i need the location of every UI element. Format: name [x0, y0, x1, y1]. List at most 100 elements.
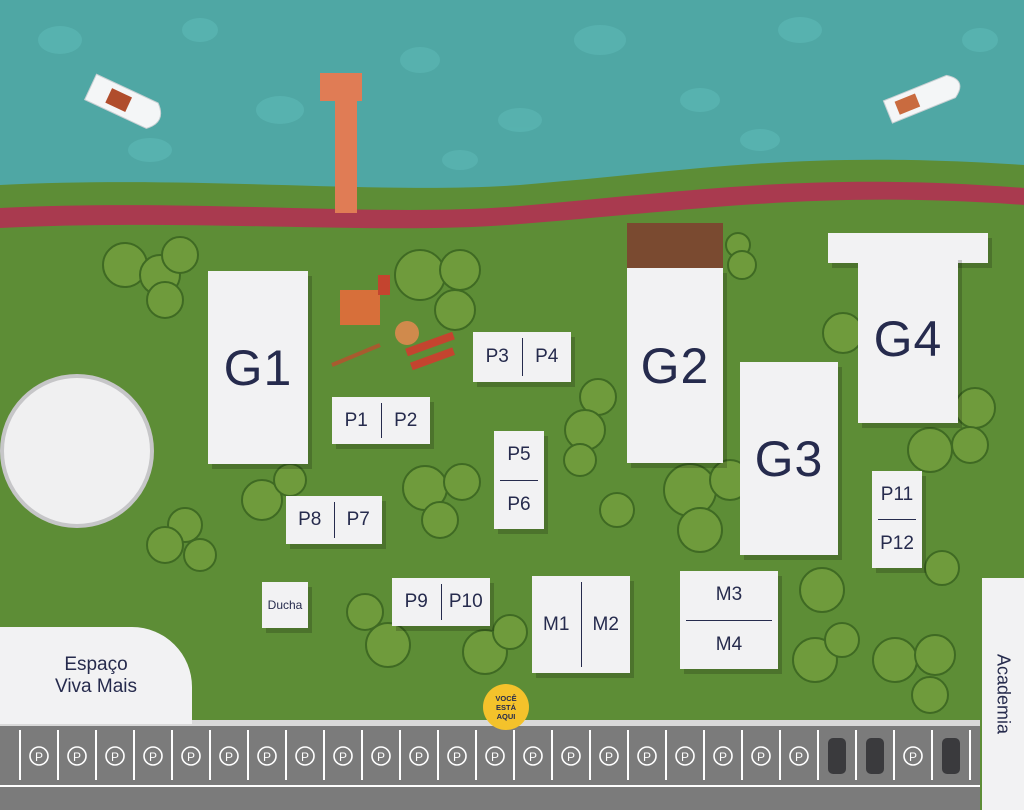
building-g3[interactable]: G3: [740, 362, 838, 555]
parking-bottom-edge: [0, 785, 980, 787]
boat-right: [882, 74, 961, 124]
parking-symbol-circle: [599, 746, 619, 766]
parking-symbol: P: [263, 750, 271, 764]
building-espaco-viva-mais[interactable]: Espaço Viva Mais: [0, 627, 192, 724]
parking-symbol: P: [795, 750, 803, 764]
building-p8-p7[interactable]: P8 P7: [286, 496, 382, 544]
building-academia-label: Academia: [993, 653, 1014, 735]
you-are-here-line1: VOCÊ: [495, 693, 517, 703]
parking-symbol: P: [339, 750, 347, 764]
espaco-line2: Viva Mais: [54, 675, 137, 697]
building-m2-label: M2: [592, 613, 619, 635]
parked-car: [828, 738, 846, 774]
parking-symbol-circle: [143, 746, 163, 766]
building-ducha-label: Ducha: [267, 598, 303, 612]
playground: [331, 275, 455, 371]
parking-symbol: P: [73, 750, 81, 764]
parking-symbol-circle: [713, 746, 733, 766]
you-are-here-line3: AQUI: [496, 711, 516, 721]
parking-lot: [0, 724, 980, 810]
parking-symbol: P: [415, 750, 423, 764]
building-g1-label: G1: [223, 339, 293, 396]
parking-symbol-circle: [561, 746, 581, 766]
parking-spot-dividers: [19, 730, 971, 780]
boat-left: [83, 73, 162, 129]
g2-roof: [627, 223, 723, 268]
parking-symbol: P: [567, 750, 575, 764]
parked-car: [866, 738, 884, 774]
parking-symbol-circle: [333, 746, 353, 766]
building-p9-label: P9: [392, 584, 442, 620]
parking-symbol-circle: [485, 746, 505, 766]
building-p11-label: P11: [878, 471, 916, 520]
parking-symbol: P: [491, 750, 499, 764]
parking-symbol: P: [605, 750, 613, 764]
parking-symbol: P: [225, 750, 233, 764]
parking-symbol-circle: [181, 746, 201, 766]
parking-symbol: P: [757, 750, 765, 764]
building-g4[interactable]: G4: [858, 255, 958, 423]
you-are-here-line2: ESTÁ: [495, 702, 516, 712]
pier: [320, 73, 362, 213]
building-m1-m2[interactable]: M1 M2: [532, 576, 630, 673]
building-p1-p2[interactable]: P1 P2: [332, 397, 430, 444]
building-p6-label: P6: [507, 493, 531, 515]
parking-symbol: P: [35, 750, 43, 764]
parking-symbol-circle: [409, 746, 429, 766]
parking-symbol-circle: [903, 746, 923, 766]
parking-symbol: P: [301, 750, 309, 764]
espaco-line1: Espaço: [64, 653, 128, 675]
parking-symbol-circle: [523, 746, 543, 766]
parking-symbol: P: [909, 750, 917, 764]
parking-symbol-circle: [789, 746, 809, 766]
parking-symbol-circle: [751, 746, 771, 766]
parking-symbol-circle: [67, 746, 87, 766]
parking-symbol-circle: [295, 746, 315, 766]
building-p5-label: P5: [500, 431, 538, 481]
building-g2[interactable]: G2: [627, 268, 723, 463]
round-plaza: [0, 374, 154, 528]
building-p3-label: P3: [473, 338, 523, 376]
parking-symbol-circle: [371, 746, 391, 766]
parking-symbol: P: [681, 750, 689, 764]
trees: [102, 232, 996, 714]
building-m4-label: M4: [715, 633, 743, 655]
parking-symbol-circle: [29, 746, 49, 766]
parking-symbol-circle: [675, 746, 695, 766]
building-p9-p10[interactable]: P9 P10: [392, 578, 490, 626]
parked-cars: [828, 738, 960, 774]
building-p2-label: P2: [394, 409, 418, 431]
building-g1[interactable]: G1: [208, 271, 308, 464]
parking-symbol: P: [529, 750, 537, 764]
parking-symbol: P: [719, 750, 727, 764]
parking-symbol: P: [111, 750, 119, 764]
building-g2-label: G2: [640, 337, 710, 394]
parking-symbol: P: [187, 750, 195, 764]
water-ripples: [38, 17, 998, 170]
building-m1-label: M1: [532, 582, 582, 667]
parking-symbol: P: [643, 750, 651, 764]
building-p7-label: P7: [346, 509, 370, 530]
building-p12-label: P12: [880, 533, 914, 554]
building-m3-label: M3: [686, 571, 772, 621]
you-are-here-marker: VOCÊ ESTÁ AQUI: [483, 684, 529, 730]
parking-symbol-circle: [105, 746, 125, 766]
parking-symbol: P: [149, 750, 157, 764]
walking-path: [0, 181, 1024, 229]
building-academia[interactable]: Academia: [982, 578, 1024, 810]
parking-symbol-circle: [257, 746, 277, 766]
building-p8-label: P8: [286, 502, 335, 538]
building-g3-label: G3: [754, 430, 824, 487]
building-ducha[interactable]: Ducha: [262, 582, 308, 628]
parking-symbol: P: [377, 750, 385, 764]
building-p1-label: P1: [332, 403, 382, 438]
parking-symbol: P: [453, 750, 461, 764]
building-p10-label: P10: [448, 591, 483, 612]
parking-symbol-circle: [447, 746, 467, 766]
parked-car: [942, 738, 960, 774]
